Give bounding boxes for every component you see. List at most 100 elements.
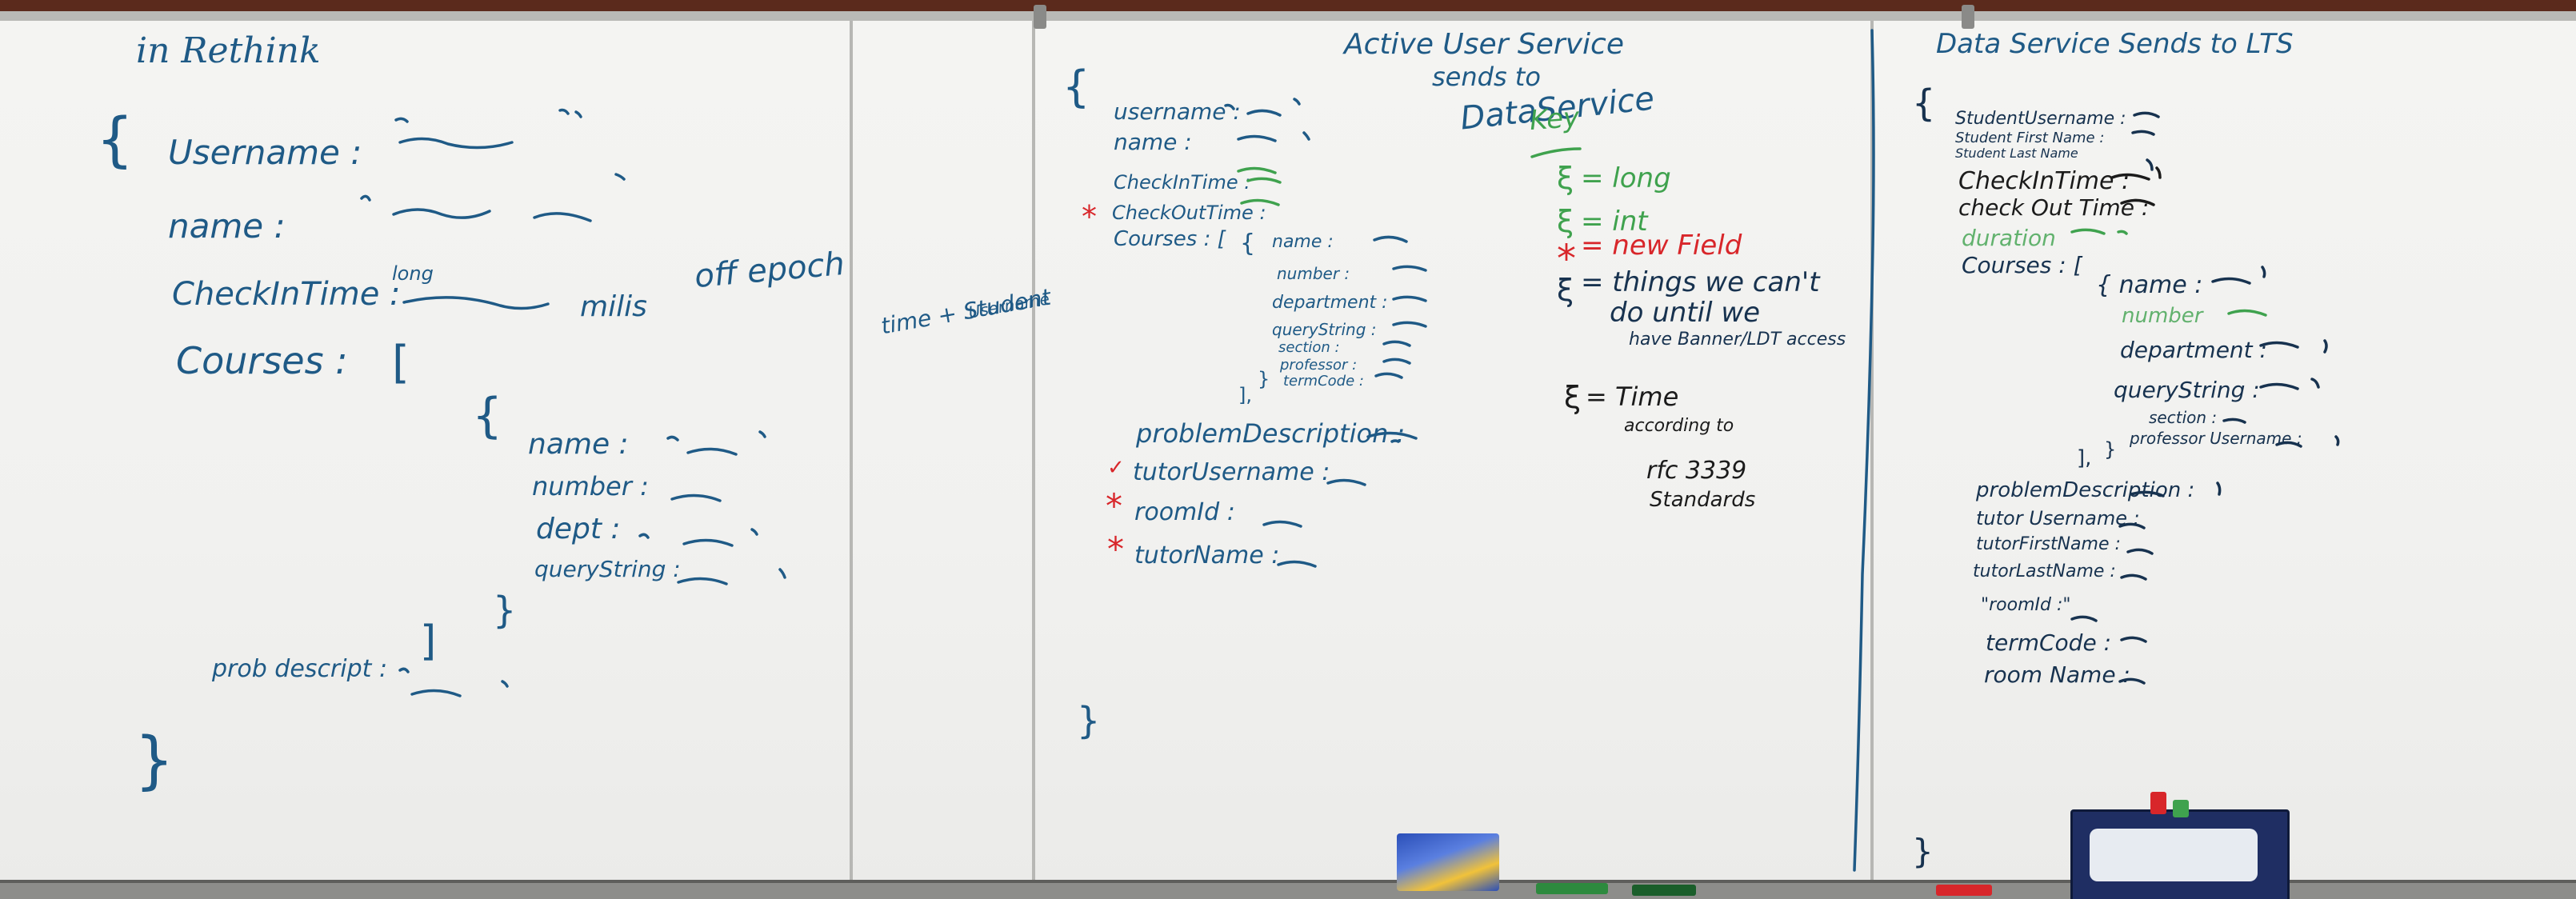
panel2-close-brace: } (1077, 699, 1101, 742)
panel2-sub-professor: professor : (1280, 357, 1358, 374)
panel2-tutor-name-star: * (1107, 529, 1124, 569)
marker-tray (0, 883, 2576, 899)
panel3-sub-close: } (2104, 438, 2117, 461)
legend-new-star: * (1557, 237, 1576, 282)
panel1-inner-name: name : (528, 428, 629, 461)
panel3-term-code: termCode : (1986, 629, 2112, 656)
panel3-sub-section: section : (2149, 408, 2218, 427)
panel3-room-id: "roomId :" (1981, 595, 2071, 615)
panel1-inner-brace-open: { (472, 388, 503, 444)
panel2-checkin-key: CheckInTime : (1114, 171, 1251, 194)
panel3-sub-name: { name : (2096, 271, 2203, 299)
panel1-close-bracket: ] (420, 617, 437, 665)
whiteboard-surface (0, 21, 2576, 883)
panel2-sub-brace: { (1240, 230, 1256, 258)
board-clip-1 (1034, 5, 1046, 29)
board-seam-3 (1870, 21, 1874, 883)
panel3-duration: duration (1962, 225, 2056, 251)
panel3-tutor-first: tutorFirstName : (1976, 534, 2121, 554)
panel1-close-brace: } (134, 725, 174, 797)
panel2-checkout-star: * (1082, 199, 1097, 234)
legend-cant-line2: do until we (1610, 297, 1761, 329)
panel1-inner-dept: dept : (536, 513, 621, 545)
board-top-frame (0, 11, 2576, 21)
eraser-left (1397, 833, 1499, 891)
panel2-problem-key: problemDescription : (1136, 418, 1406, 449)
legend-int-symbol: ξ (1557, 204, 1574, 239)
legend-int: = int (1581, 206, 1648, 238)
panel2-sub-termcode: termCode : (1283, 373, 1364, 390)
panel3-title: Data Service Sends to LTS (1936, 28, 2294, 60)
marker-tray-edge (0, 880, 2576, 883)
panel1-inner-number: number : (532, 471, 649, 501)
panel3-tutor-username: tutor Username : (1976, 507, 2140, 529)
wall-strip (0, 0, 2576, 14)
panel2-courses-close: ], (1238, 384, 1252, 406)
legend-cant-line3: have Banner/LDT access (1629, 330, 1846, 350)
panel3-courses-close: ], (2077, 446, 2092, 470)
panel2-username-key: username : (1114, 98, 1241, 125)
panel2-courses-key: Courses : [ (1114, 227, 1226, 251)
legend-time-line3: rfc 3339 (1646, 457, 1747, 485)
panel3-close-brace: } (1912, 832, 1934, 871)
panel3-checkout: check Out Time : (1958, 194, 2150, 221)
marker-green-tray (1536, 883, 1608, 894)
panel2-checkout-key: CheckOutTime : (1112, 202, 1266, 224)
legend-cant-line1: = things we can't (1581, 266, 1820, 298)
marker-red-tray (1936, 885, 1992, 896)
board-seam-1 (850, 21, 853, 883)
panel3-checkin: CheckInTime : (1958, 167, 2130, 195)
marker-darkgreen-tray (1632, 885, 1696, 896)
panel3-sub-prof: professor Username : (2130, 429, 2302, 448)
eraser-right-pad (2090, 829, 2258, 881)
legend-time-line4: Standards (1650, 488, 1756, 512)
legend-cant-symbol: ξ (1557, 273, 1574, 308)
panel1-inner-query: queryString : (534, 556, 681, 582)
panel2-sub-name: name : (1272, 232, 1334, 252)
panel2-tutor-name-key: tutorName : (1134, 541, 1280, 569)
panel3-room-name: room Name : (1984, 661, 2130, 688)
legend-time-line1: = Time (1586, 382, 1679, 412)
marker-red-cap (2150, 792, 2166, 814)
legend-time-line2: according to (1624, 416, 1734, 436)
panel3-sub-query: queryString : (2114, 377, 2260, 403)
panel3-sub-department: department : (2120, 337, 2267, 363)
panel1-username-key: Username : (168, 133, 362, 172)
panel2-sub-query: queryString : (1272, 320, 1377, 339)
panel1-inner-brace-close: } (493, 589, 517, 632)
panel1-checkin-key: CheckInTime : (172, 276, 401, 313)
panel1-open-bracket: [ (392, 337, 410, 389)
panel2-sub-close: } (1258, 368, 1270, 390)
panel3-sub-number: number (2122, 304, 2203, 328)
panel1-title: in Rethink (136, 30, 321, 71)
panel3-problem: problemDescription : (1976, 478, 2195, 502)
legend-time-symbol: ξ (1564, 380, 1582, 415)
marker-green-cap (2173, 800, 2189, 817)
panel1-open-brace: { (96, 106, 134, 174)
panel3-student-username: StudentUsername : (1955, 109, 2126, 129)
panel2-tutor-username-key: tutorUsername : (1133, 458, 1330, 486)
panel1-prob-key: prob descript : (212, 655, 388, 683)
panel1-name-key: name : (168, 206, 286, 246)
panel3-courses: Courses : [ (1962, 252, 2082, 278)
panel2-name-key: name : (1114, 129, 1192, 155)
panel2-sub-number: number : (1277, 264, 1350, 283)
panel2-room-star: * (1106, 486, 1122, 525)
panel2-title-line2: sends to (1432, 62, 1541, 92)
panel1-millis: milis (580, 290, 647, 323)
panel3-student-last: Student Last Name (1955, 146, 2078, 161)
panel2-title-line1: Active User Service (1344, 28, 1624, 61)
legend-long-symbol: ξ (1557, 161, 1574, 196)
panel2-sub-department: department : (1272, 293, 1388, 313)
panel2-tutor-check: ✓ (1107, 456, 1125, 480)
panel3-student-first: Student First Name : (1955, 130, 2105, 146)
panel3-tutor-last: tutorLastName : (1973, 561, 2116, 581)
panel2-open-brace: { (1062, 62, 1090, 112)
panel2-room-key: roomId : (1134, 498, 1235, 526)
